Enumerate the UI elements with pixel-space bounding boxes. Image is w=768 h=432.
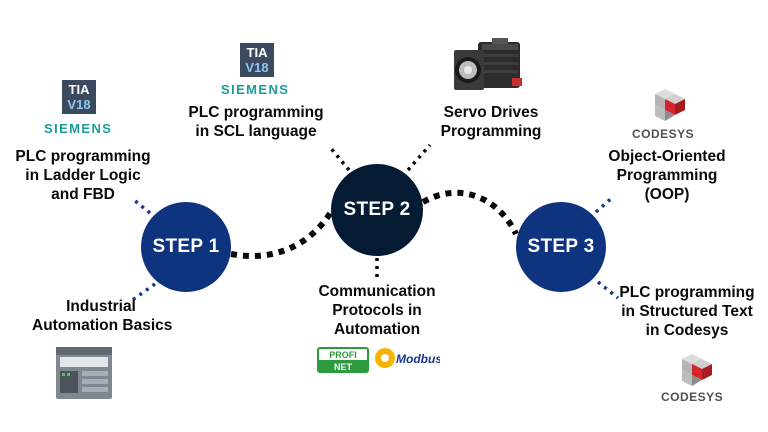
codesys-logo-text: CODESYS — [632, 127, 695, 141]
topic-structured-text: PLC programming in Structured Text in Co… — [614, 283, 760, 340]
plc-controller-image — [56, 347, 112, 399]
topic-line: Protocols in — [332, 302, 422, 319]
topic-line: Object-Oriented — [608, 148, 726, 165]
topic-line: Automation — [333, 321, 421, 338]
step-2-circle: STEP 2 — [331, 164, 423, 256]
topic-line: Programming — [616, 167, 718, 184]
tia-logo-line1: TIA — [246, 45, 268, 60]
profinet-line2: NET — [334, 362, 353, 372]
topic-line: (OOP) — [644, 186, 690, 203]
topic-ladder-logic: PLC programming in Ladder Logic and FBD — [8, 147, 158, 204]
topic-line: PLC programming — [619, 284, 755, 301]
connector-step2-scl — [327, 144, 351, 172]
servo-motor-image — [454, 38, 522, 90]
topic-line: Communication — [318, 283, 436, 300]
topic-servo-drives: Servo Drives Programming — [428, 103, 554, 141]
step-2-label: STEP 2 — [343, 199, 411, 220]
tia-portal-logo: TIA V18 — [62, 80, 96, 114]
topic-industrial-automation: Industrial Automation Basics — [32, 297, 173, 335]
connector-step1-ladder — [132, 198, 152, 215]
siemens-logo: SIEMENS — [221, 82, 290, 97]
topic-line: Industrial — [66, 298, 136, 315]
topic-oop: Object-Oriented Programming (OOP) — [598, 147, 736, 204]
tia-logo-line2: V18 — [245, 60, 269, 75]
codesys-logo — [682, 354, 712, 386]
step-3-label: STEP 3 — [527, 236, 595, 257]
profinet-logo: PROFI NET — [317, 347, 369, 373]
step-1-label: STEP 1 — [152, 236, 220, 257]
topic-line: Automation Basics — [32, 317, 173, 334]
codesys-logo — [655, 89, 685, 121]
tia-logo-line2: V18 — [67, 97, 91, 112]
tia-logo-line1: TIA — [68, 82, 90, 97]
connector-step2-servo — [406, 143, 432, 172]
connector-step1-industrial — [129, 282, 157, 303]
codesys-logo-text: CODESYS — [661, 390, 724, 404]
connector-step2-step3 — [421, 189, 519, 236]
profinet-line1: PROFI — [329, 350, 357, 360]
connector-step1-step2 — [230, 210, 334, 259]
topic-line: in Ladder Logic — [25, 167, 141, 184]
tia-portal-logo: TIA V18 — [240, 43, 274, 77]
topic-line: PLC programming — [188, 104, 324, 121]
topic-line: Servo Drives — [443, 104, 539, 121]
modbus-text: Modbus — [396, 352, 440, 366]
modbus-logo: Modbus — [375, 348, 440, 368]
siemens-logo: SIEMENS — [44, 121, 113, 136]
topic-line: PLC programming — [15, 148, 151, 165]
topic-line: Programming — [440, 123, 542, 140]
topic-line: in Structured Text — [621, 303, 753, 320]
topic-line: and FBD — [51, 186, 115, 203]
topic-scl: PLC programming in SCL language — [184, 103, 328, 141]
step-1-circle: STEP 1 — [141, 202, 231, 292]
topic-line: in Codesys — [645, 322, 729, 339]
topic-communication-protocols: Communication Protocols in Automation — [311, 282, 443, 339]
topic-line: in SCL language — [195, 123, 317, 140]
step-3-circle: STEP 3 — [516, 202, 606, 292]
